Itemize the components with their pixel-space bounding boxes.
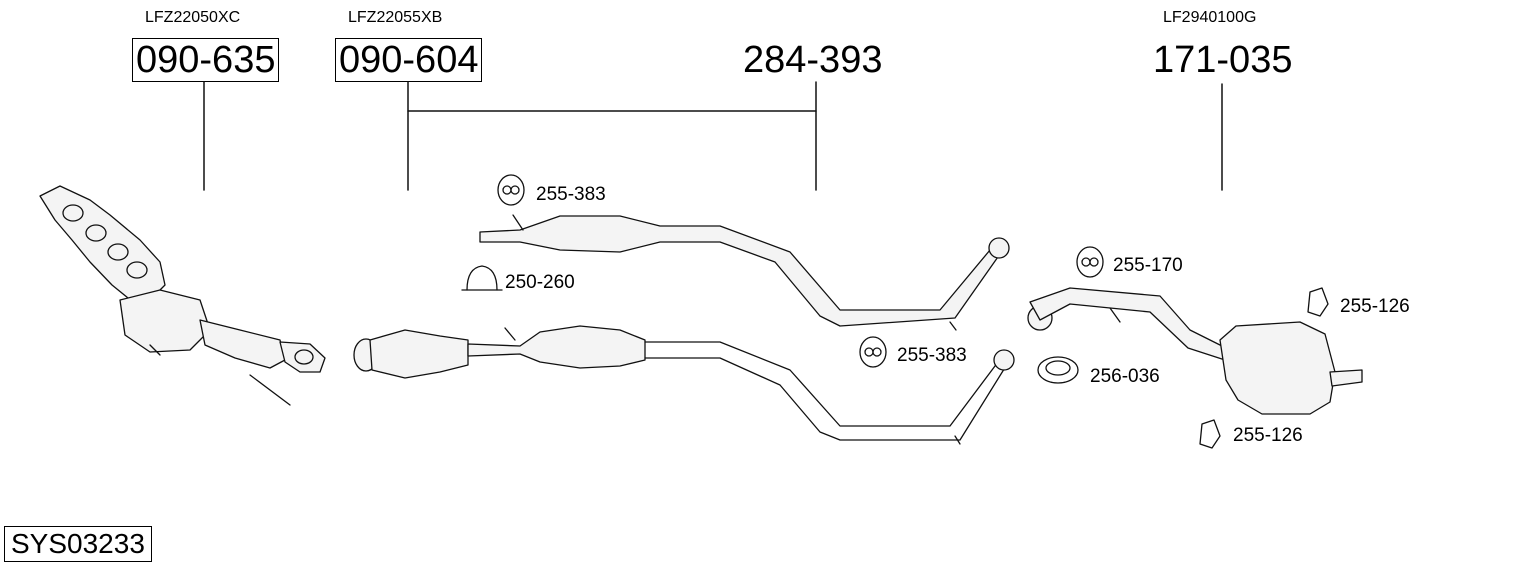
rear-muffler-icon: [1027, 287, 1363, 415]
part-number-090-635[interactable]: 090-635: [132, 38, 280, 82]
hanger-icon-255-383-mid: [859, 336, 887, 368]
leader-lines: [203, 81, 1223, 191]
front-catalyst-icon: [353, 325, 646, 379]
clamp-icon-250-260: [461, 265, 503, 291]
part-number-090-604[interactable]: 090-604: [335, 38, 483, 82]
rubber-mount-icon-255-126-top: [1307, 287, 1329, 317]
part-number-284-393[interactable]: 284-393: [743, 39, 883, 81]
reference-label-lf2940100g: LF2940100G: [1163, 9, 1257, 26]
sub-part-255-383-top[interactable]: 255-383: [536, 184, 606, 205]
hanger-icon-255-383-top: [497, 174, 525, 206]
exhaust-manifold-icon: [39, 185, 326, 406]
rubber-mount-icon-255-126-bottom: [1199, 419, 1221, 449]
system-code: SYS03233: [4, 526, 152, 562]
sub-part-255-126-bottom[interactable]: 255-126: [1233, 425, 1303, 446]
sub-part-256-036[interactable]: 256-036: [1090, 366, 1160, 387]
sub-part-255-126-top[interactable]: 255-126: [1340, 296, 1410, 317]
gasket-ring-icon-256-036: [1037, 356, 1079, 384]
part-number-171-035[interactable]: 171-035: [1153, 39, 1293, 81]
sub-part-250-260[interactable]: 250-260: [505, 272, 575, 293]
upper-pipe-icon: [479, 214, 1010, 331]
sub-part-255-170[interactable]: 255-170: [1113, 255, 1183, 276]
sub-part-255-383-mid[interactable]: 255-383: [897, 345, 967, 366]
lower-pipe-icon: [504, 327, 1015, 445]
reference-label-lfz22050xc: LFZ22050XC: [145, 9, 241, 26]
reference-label-lfz22055xb: LFZ22055XB: [348, 9, 443, 26]
hanger-icon-255-170: [1076, 246, 1104, 278]
